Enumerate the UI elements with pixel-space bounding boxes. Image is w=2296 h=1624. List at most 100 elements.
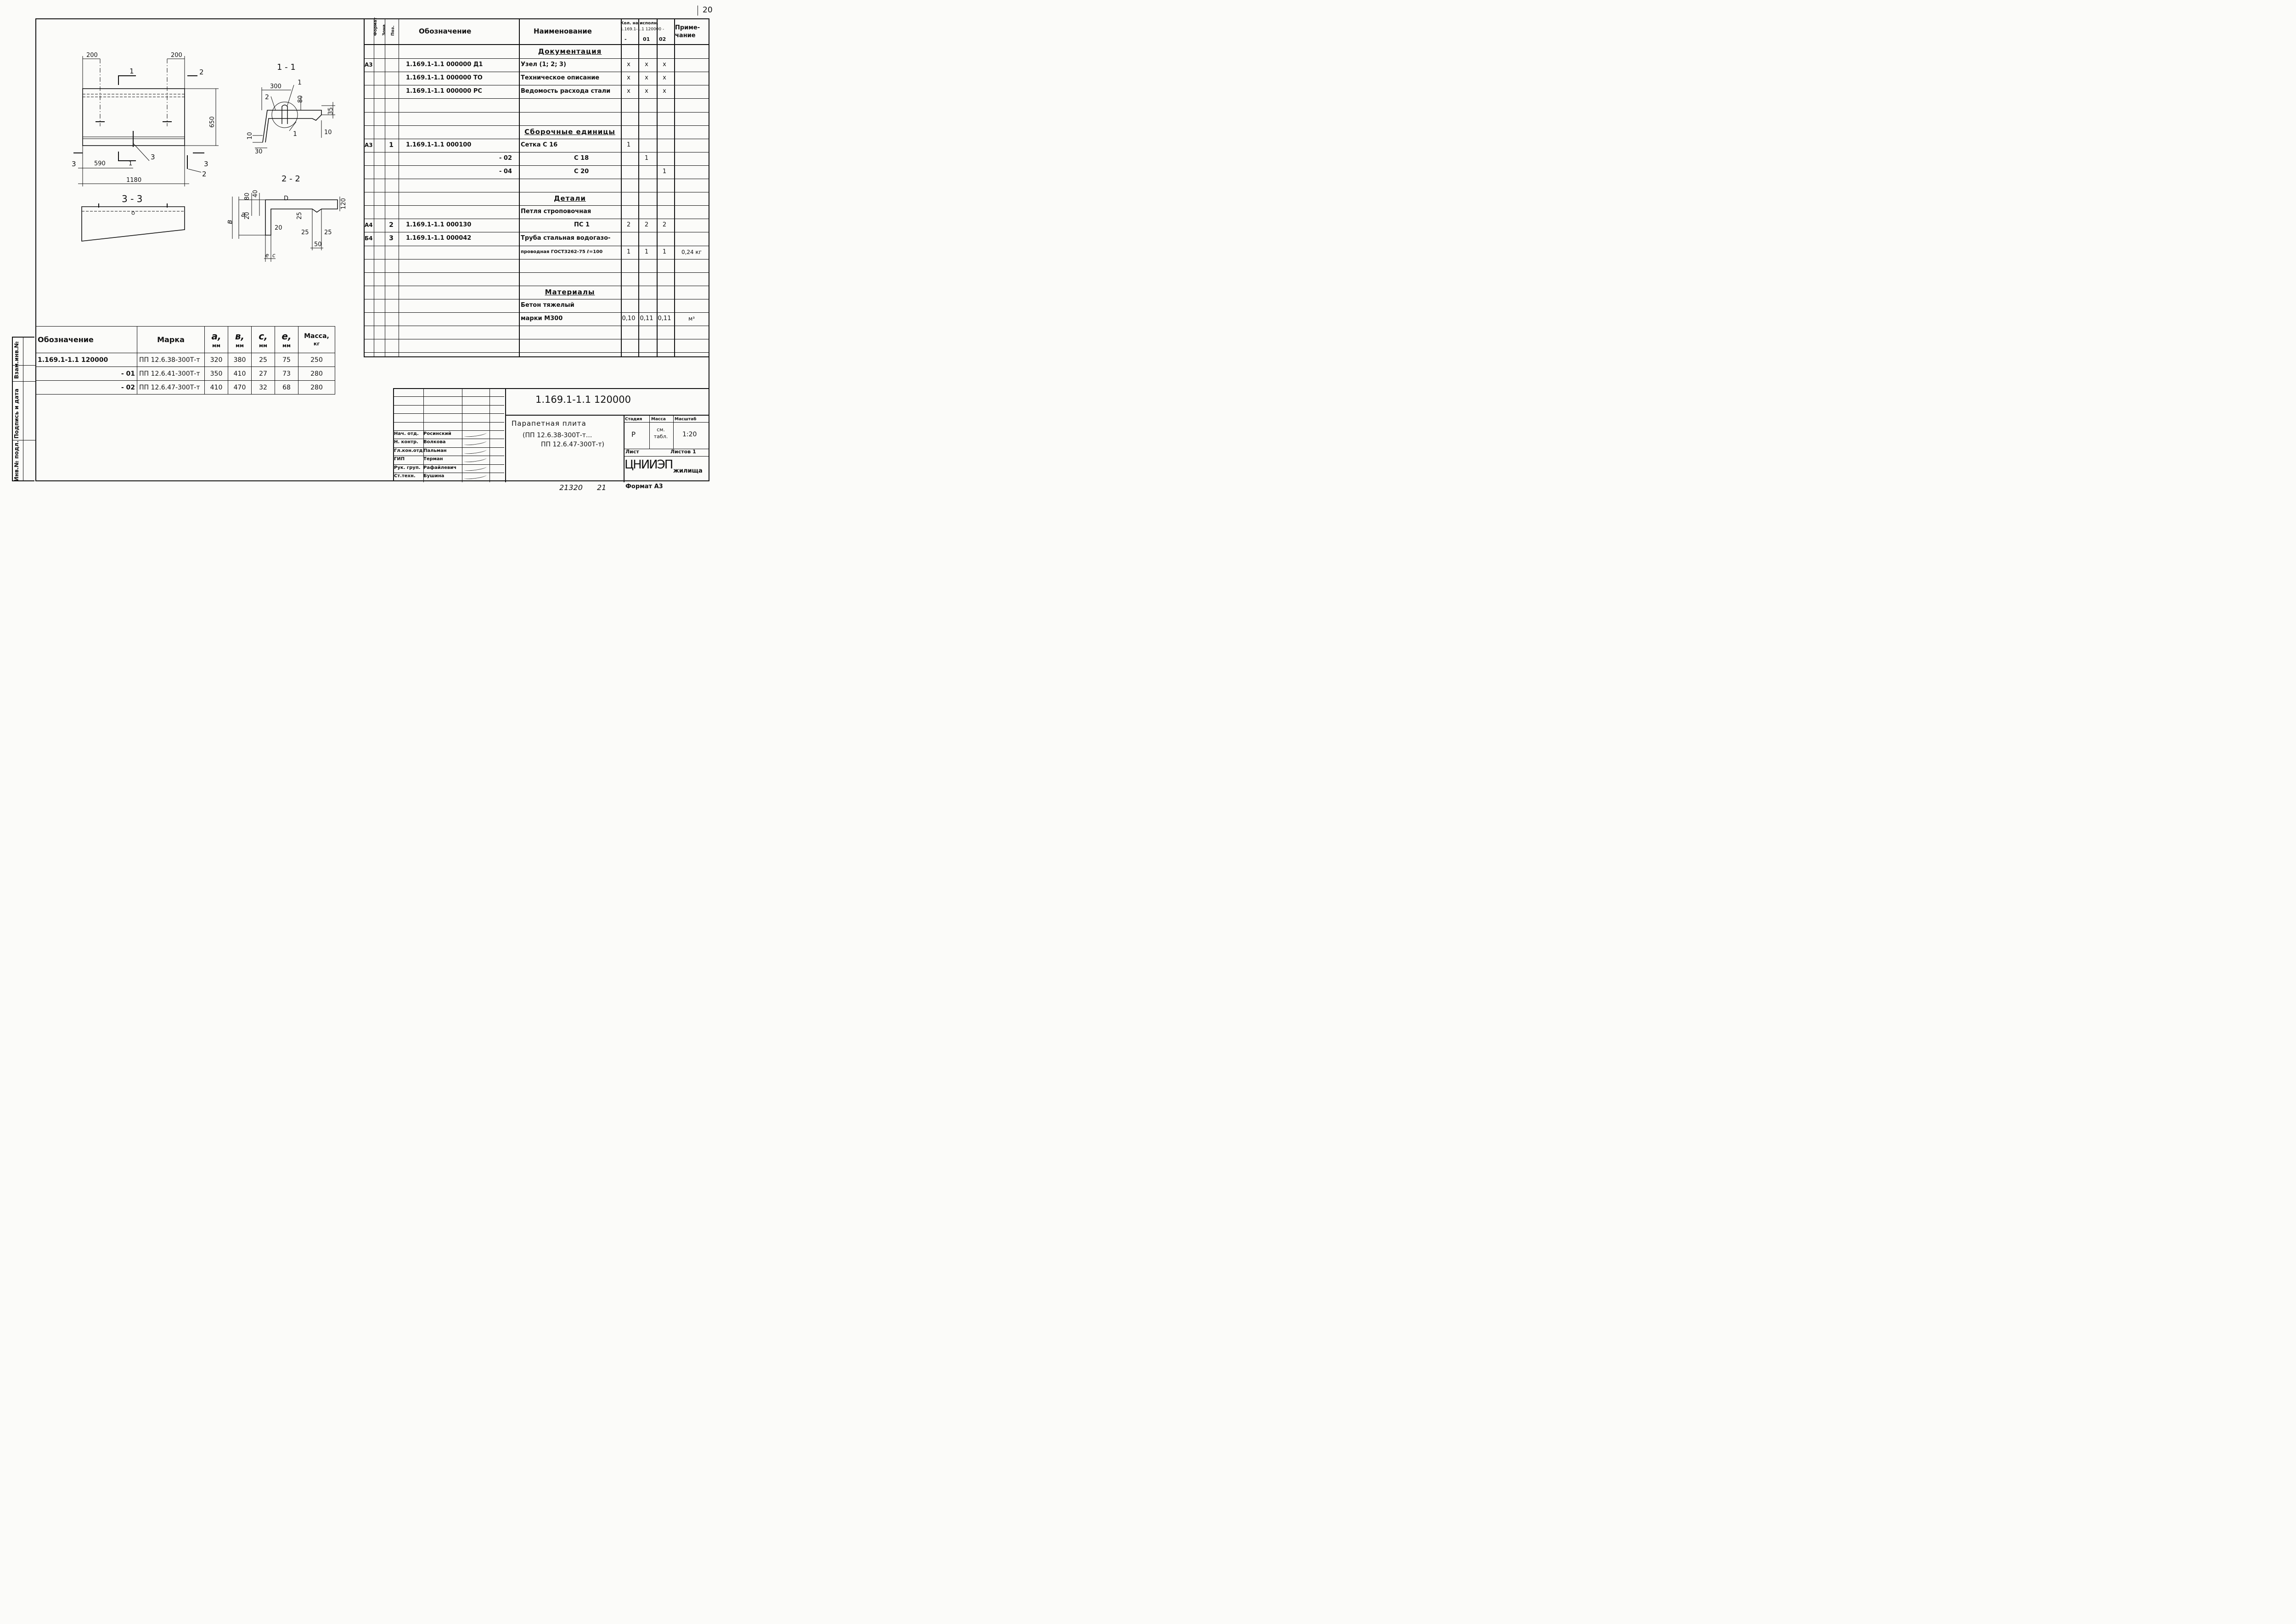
spec-cell-format: А4 xyxy=(365,222,373,229)
spec-cell-name: марки М300 xyxy=(521,315,563,322)
signatory-role: Ст.техн. xyxy=(394,474,416,479)
marks-header-a: a,мм xyxy=(204,326,228,353)
section-3-3-outline xyxy=(81,206,185,242)
marks-cell: - 02 xyxy=(35,380,137,395)
title-block-row-line xyxy=(393,464,504,465)
spec-col-pos: Поз. xyxy=(391,25,395,36)
title-block-row-line xyxy=(393,413,504,414)
spec-qty-variant-0: - xyxy=(625,36,627,42)
s22-dim-40: 40 xyxy=(252,190,259,197)
marks-header-mark: Марка xyxy=(137,326,205,353)
marks-header-designation: Обозначение xyxy=(35,326,137,353)
spec-cell-name: Петля строповочная xyxy=(521,208,591,215)
spec-cell-qty-0: x xyxy=(627,74,630,82)
s22-dim-20-bottom: 20 xyxy=(275,225,282,231)
s11-dim-80: 80 xyxy=(297,95,304,103)
spec-cell-qty-1: 1 xyxy=(644,248,649,255)
marks-cell: 280 xyxy=(298,380,335,395)
s22-letter-loop: D xyxy=(284,195,288,202)
s22-dim-25-a: 25 xyxy=(301,229,309,236)
scale-label: Масштаб xyxy=(675,417,697,422)
s22-letter-a: a xyxy=(241,210,246,219)
marks-cell: 280 xyxy=(298,367,335,381)
plan-callout-3-left: 3 xyxy=(72,160,76,168)
spec-cell-designation: - 04 xyxy=(499,168,512,175)
spec-cell-name: Техническое описание xyxy=(521,74,600,82)
marks-cell: ПП 12.6.38-300Т-т xyxy=(137,353,205,367)
spec-cell-name: Документация xyxy=(538,47,602,56)
spec-row-line xyxy=(364,112,709,113)
spec-cell-pos: 3 xyxy=(389,235,394,242)
footer-format: Формат А3 xyxy=(625,483,663,490)
spec-cell-note: м³ xyxy=(688,316,695,322)
spec-cell-qty-0: x xyxy=(627,61,630,68)
marks-cell: 410 xyxy=(204,380,228,395)
signatory-role: Рук. груп. xyxy=(394,465,421,470)
table-row: 1.169.1-1.1 120000 ПП 12.6.38-300Т-т 320… xyxy=(35,353,335,367)
s22-dim-80: 80 xyxy=(244,192,251,200)
s11-callout-2: 2 xyxy=(265,94,269,101)
marks-cell: 380 xyxy=(228,353,252,367)
title-code: 1.169.1-1.1 120000 xyxy=(535,394,631,405)
marks-cell: 27 xyxy=(251,367,275,381)
plan-callout-1-bottom: 1 xyxy=(129,160,132,167)
s11-dim-300: 300 xyxy=(270,83,281,90)
sheets-label: Листов 1 xyxy=(670,449,696,455)
page-number: 20 xyxy=(703,6,713,15)
s11-callout-1-bottom: 1 xyxy=(293,130,297,138)
spec-cell-name: проводная ГОСТ3262-75 ℓ=100 xyxy=(521,249,603,254)
spec-cell-qty-2: 2 xyxy=(662,221,667,229)
spec-column-line xyxy=(638,18,639,357)
spec-col-name: Наименование xyxy=(534,27,592,35)
marks-cell: - 01 xyxy=(35,367,137,381)
spec-cell-name: С 18 xyxy=(574,154,589,162)
spec-cell-name: Ведомость расхода стали xyxy=(521,88,611,95)
spec-cell-name: Сборочные единицы xyxy=(524,127,615,136)
spec-col-zone: Зона xyxy=(382,24,387,36)
spec-cell-designation: - 02 xyxy=(499,154,512,162)
plan-dim-200-left: 200 xyxy=(86,52,98,59)
mass-value: см. табл. xyxy=(653,427,668,440)
spec-col-qty: Кол. на исполн. xyxy=(620,21,658,26)
spec-header xyxy=(365,18,709,45)
title-block-row-line xyxy=(393,447,504,448)
section-2-2-outline xyxy=(265,199,338,236)
s11-callout-1-top: 1 xyxy=(298,79,302,86)
side-stamp-label-1: Инв.№ подл. xyxy=(13,440,20,481)
signatory-name: Рафайлевич xyxy=(423,465,457,470)
signatory-name: Терман xyxy=(423,457,443,462)
spec-cell-qty-1: 1 xyxy=(644,154,649,162)
spec-cell-qty-0: 0,10 xyxy=(622,315,636,322)
spec-cell-designation: 1.169.1-1.1 000000 Д1 xyxy=(406,61,483,68)
marks-cell: 350 xyxy=(204,367,228,381)
spec-cell-pos: 2 xyxy=(389,221,394,229)
plan-dim-590: 590 xyxy=(94,160,106,167)
marks-cell: 68 xyxy=(275,380,298,395)
title-block xyxy=(393,388,709,482)
spec-qty-variant-2: 02 xyxy=(659,36,666,42)
spec-cell-designation: 1.169.1-1.1 000100 xyxy=(406,141,472,148)
marks-header-mass: Масса,кг xyxy=(298,326,335,353)
title-line-1: Парапетная плита xyxy=(512,419,586,428)
marks-cell: 250 xyxy=(298,353,335,367)
signatory-role: Н. контр. xyxy=(394,440,418,445)
signatory-name: Росинский xyxy=(423,431,451,436)
spec-cell-name: ПС 1 xyxy=(574,221,590,229)
plan-callout-2-bottom: 2 xyxy=(202,170,207,178)
footer-number: 21 xyxy=(597,483,607,492)
spec-col-note: Приме-чание xyxy=(675,24,700,39)
marks-cell: 32 xyxy=(251,380,275,395)
spec-cell-name: С 20 xyxy=(574,168,589,175)
spec-cell-qty-2: x xyxy=(663,74,666,82)
s11-dim-10-right: 10 xyxy=(324,129,332,136)
spec-cell-qty-1: 2 xyxy=(644,221,649,229)
spec-cell-name: Детали xyxy=(554,194,586,203)
signatory-role: Нач. отд. xyxy=(394,431,419,436)
spec-cell-format: Б4 xyxy=(365,235,373,242)
spec-row-line xyxy=(364,165,709,166)
side-stamp-label-3: Взам.инв.№ xyxy=(13,341,20,379)
marks-header-c: c,мм xyxy=(251,326,275,353)
spec-column-line xyxy=(519,18,520,357)
title-block-row-line xyxy=(393,405,504,406)
s22-dim-25-b: 25 xyxy=(324,229,332,236)
